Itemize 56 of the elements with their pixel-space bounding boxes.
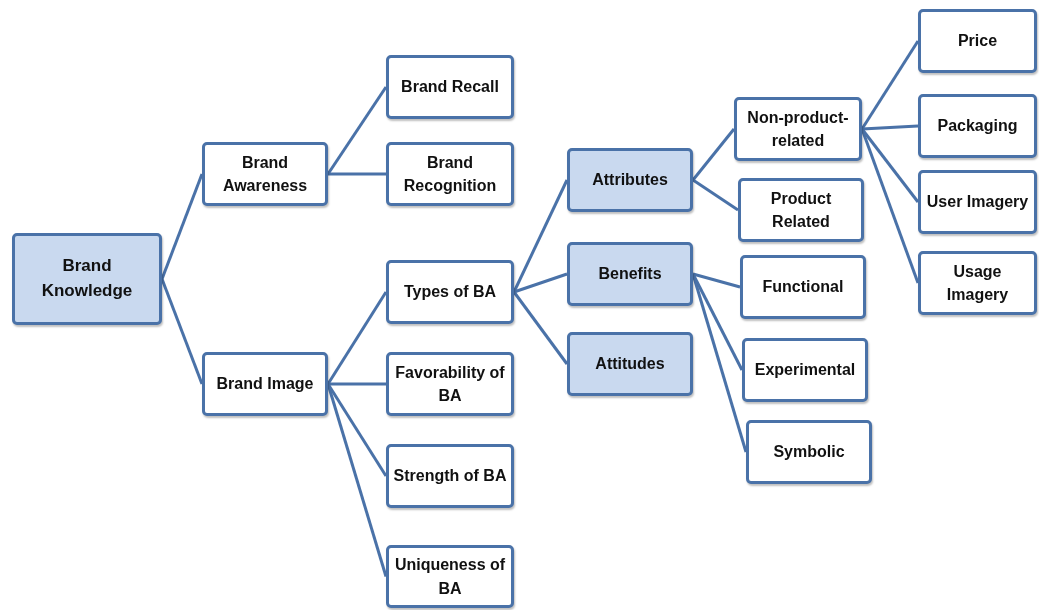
connector-line <box>326 291 388 385</box>
box-label: Non-product-related <box>746 107 850 151</box>
box-label: Price <box>957 31 998 52</box>
connector-line <box>692 272 741 289</box>
connector-line <box>160 173 204 280</box>
box-label: Strength of BA <box>393 466 507 487</box>
connector-line <box>328 382 386 386</box>
concept-box <box>386 142 514 206</box>
concept-box <box>738 178 864 242</box>
shaded-box <box>12 233 162 325</box>
box-label: Favorability of BA <box>394 362 506 406</box>
connector-line <box>861 124 919 131</box>
box-label: Functional <box>762 277 844 298</box>
concept-box <box>918 94 1037 158</box>
connector-line <box>692 178 739 212</box>
box-label: Brand Image <box>216 374 314 395</box>
connector-line <box>326 86 388 175</box>
connector-line <box>513 272 568 294</box>
connector-line <box>512 291 569 365</box>
concept-box <box>386 444 514 508</box>
concept-box <box>746 420 872 484</box>
box-label: Product Related <box>769 188 833 232</box>
concept-box <box>386 352 514 416</box>
shaded-box <box>567 148 693 212</box>
concept-box <box>202 142 328 206</box>
shaded-box <box>567 242 693 306</box>
concept-box <box>386 260 514 324</box>
connector-line <box>860 40 920 130</box>
concept-box <box>202 352 328 416</box>
box-label: Attributes <box>592 170 668 191</box>
concept-box <box>742 338 868 402</box>
concept-box <box>386 545 514 608</box>
concept-box <box>918 170 1037 234</box>
box-label: Uniqueness of BA <box>393 555 507 599</box>
box-label: Attitudes <box>595 354 665 375</box>
box-label: Brand Knowledge <box>40 255 134 302</box>
connector-line <box>512 179 569 293</box>
box-label: User Imagery <box>926 192 1029 213</box>
box-label: Packaging <box>937 116 1018 137</box>
box-label: Brand Recognition <box>402 152 498 196</box>
box-label: Experimental <box>754 360 856 381</box>
box-label: Symbolic <box>773 442 845 463</box>
box-label: Benefits <box>598 264 662 285</box>
box-label: Usage Imagery <box>945 261 1010 305</box>
shaded-box <box>567 332 693 396</box>
box-label: Types of BA <box>403 282 497 303</box>
connector-line <box>691 128 736 181</box>
connector-line <box>160 278 204 385</box>
concept-box <box>918 9 1037 73</box>
connector-line <box>328 172 386 176</box>
box-label: Brand Awareness <box>221 152 309 196</box>
concept-box <box>734 97 862 161</box>
concept-box <box>740 255 866 319</box>
concept-box <box>918 251 1037 315</box>
box-label: Brand Recall <box>401 77 499 98</box>
concept-box <box>386 55 514 119</box>
